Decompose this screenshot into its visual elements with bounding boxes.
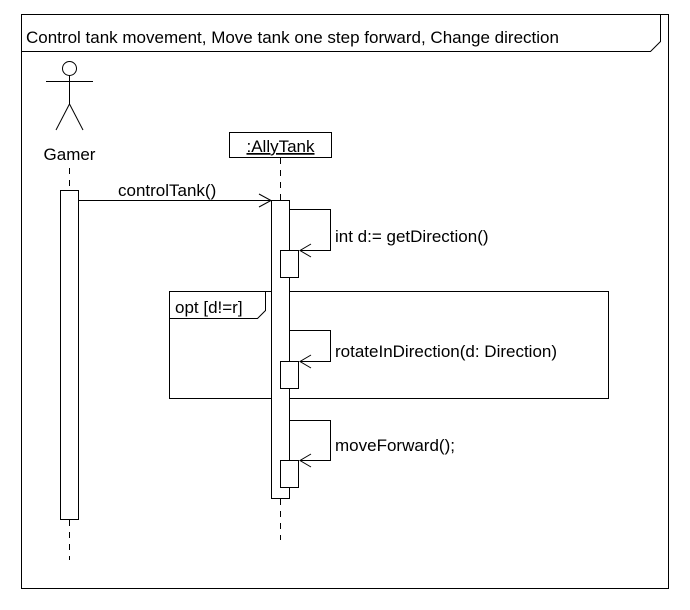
move-forward-activation xyxy=(280,460,299,488)
move-forward-arrowhead xyxy=(299,453,312,468)
frame-title-tab xyxy=(21,14,661,52)
get-direction-message: int d:= getDirection() xyxy=(335,227,489,246)
opt-fragment-label: opt [d!=r] xyxy=(175,298,243,317)
get-direction-activation xyxy=(280,250,299,278)
move-forward-message: moveForward(); xyxy=(335,436,455,455)
control-tank-message: controlTank() xyxy=(118,181,216,200)
rotate-arrowhead xyxy=(299,354,312,369)
control-tank-arrowhead xyxy=(258,193,273,208)
gamer-actor-icon xyxy=(46,61,93,131)
opt-fragment-tab xyxy=(169,291,266,319)
rotate-self-arrow xyxy=(289,330,331,362)
rotate-message: rotateInDirection(d: Direction) xyxy=(335,342,557,361)
allytank-activation-bar xyxy=(271,200,290,499)
gamer-activation-bar xyxy=(60,190,79,520)
opt-fragment xyxy=(169,291,609,399)
rotate-activation xyxy=(280,361,299,389)
gamer-label: Gamer xyxy=(44,145,96,164)
diagram-frame xyxy=(21,14,669,589)
allytank-label: :AllyTank xyxy=(246,137,315,156)
frame-title: Control tank movement, Move tank one ste… xyxy=(26,28,559,47)
get-direction-self-arrow xyxy=(289,209,331,251)
allytank-object-box xyxy=(229,132,332,158)
move-forward-self-arrow xyxy=(289,420,331,461)
get-direction-arrowhead xyxy=(299,243,312,258)
